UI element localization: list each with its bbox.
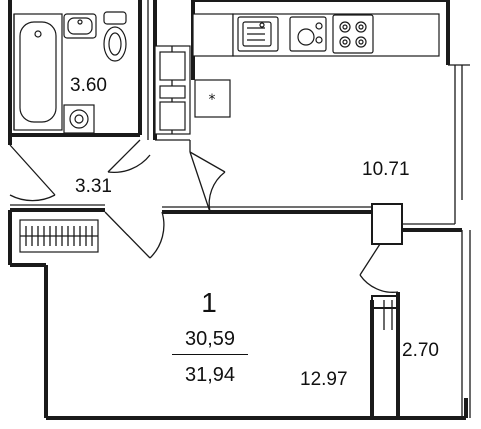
hallway-area: 3.31 — [75, 176, 112, 197]
room-partition — [162, 151, 462, 245]
washing-machine-icon — [63, 104, 95, 134]
kitchen-area: 10.71 — [362, 159, 410, 180]
bathroom-area: 3.60 — [70, 75, 107, 96]
room-area: 12.97 — [300, 369, 348, 390]
stove-icon — [332, 14, 374, 54]
area-divider — [172, 354, 248, 355]
rooms-count: 1 — [201, 287, 217, 318]
living-area: 30,59 — [184, 328, 236, 350]
loggia-area: 2.70 — [402, 340, 439, 361]
sink-icon — [63, 13, 97, 39]
kitchen-sink-icon — [237, 16, 279, 52]
fridge-icon: * — [194, 79, 231, 118]
door-icon — [9, 139, 399, 293]
svg-text:*: * — [209, 92, 216, 108]
wardrobe-icon — [154, 45, 191, 135]
bathtub-icon — [13, 13, 63, 131]
loggia-walls — [370, 292, 400, 418]
total-area: 31,94 — [184, 364, 236, 386]
toilet-icon — [103, 11, 127, 62]
bathroom-walls — [10, 0, 149, 140]
radiator-icon — [19, 219, 99, 253]
dishwasher-icon — [289, 16, 327, 52]
